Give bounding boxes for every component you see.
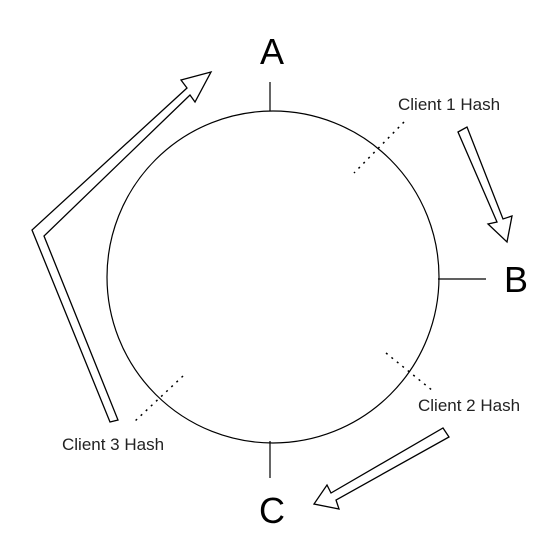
node-a-label: A [260, 31, 284, 72]
client-2-label: Client 2 Hash [418, 396, 520, 415]
arrow-to-a [31, 70, 213, 423]
node-b-label: B [504, 259, 528, 300]
hash-ring [106, 110, 440, 444]
client-1-marker [353, 121, 405, 174]
client-2-marker [385, 352, 434, 392]
client-3-label: Client 3 Hash [62, 435, 164, 454]
client-1-label: Client 1 Hash [398, 95, 500, 114]
arrow-to-c [312, 427, 450, 510]
arrow-to-b [457, 126, 513, 244]
node-c-label: C [259, 490, 285, 531]
client-3-marker [133, 375, 184, 423]
